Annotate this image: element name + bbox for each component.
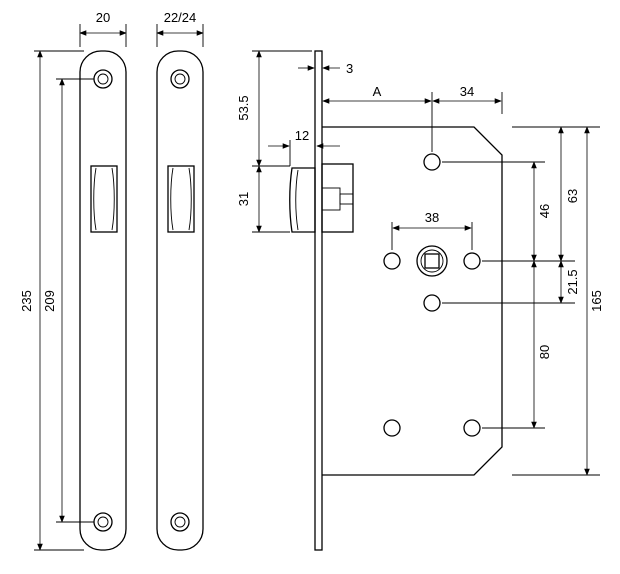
label-faceplate-width: 20 [96, 10, 110, 25]
label-case-right: 34 [460, 84, 474, 99]
mounting-hole-right [463, 252, 481, 270]
mounting-hole-center [423, 294, 441, 312]
label-top-to-follower: 63 [565, 189, 580, 203]
faceplate-outline [79, 50, 127, 551]
latch-opening [90, 165, 118, 233]
mounting-hole-bottom-left [383, 419, 401, 437]
label-upper-to-follower: 46 [537, 204, 552, 218]
lock-side-view [252, 50, 600, 551]
mounting-hole-left [383, 252, 401, 270]
screw-hole-top [93, 69, 113, 89]
label-faceplate-length: 235 [19, 290, 34, 312]
label-case-height: 165 [589, 290, 604, 312]
label-faceplate-thickness: 3 [346, 61, 353, 76]
label-screw-spacing: 209 [42, 290, 57, 312]
latch-opening-alt [167, 165, 195, 233]
screw-hole-alt-top [170, 69, 190, 89]
label-faceplate-width-alt: 22/24 [164, 10, 197, 25]
faceplate-alt-outline [156, 50, 204, 551]
mounting-hole-bottom-right [463, 419, 481, 437]
label-latch-height: 31 [236, 192, 251, 206]
label-lower-spacing: 80 [537, 345, 552, 359]
faceplate-alt-view [156, 24, 204, 551]
latch-bolt [289, 163, 354, 233]
mounting-hole-upper [423, 153, 441, 171]
label-latch-from-top: 53.5 [236, 95, 251, 120]
label-latch-projection: 12 [295, 128, 309, 143]
label-follower-spacing: 38 [425, 210, 439, 225]
faceplate-front-view [34, 24, 127, 551]
label-follower-to-lower: 21.5 [565, 269, 580, 294]
label-backset: A [373, 84, 382, 99]
front-plate-side [314, 50, 323, 551]
screw-hole-alt-bottom [170, 512, 190, 532]
screw-hole-bottom [93, 512, 113, 532]
lock-case [322, 126, 503, 476]
follower-spindle [416, 245, 448, 277]
